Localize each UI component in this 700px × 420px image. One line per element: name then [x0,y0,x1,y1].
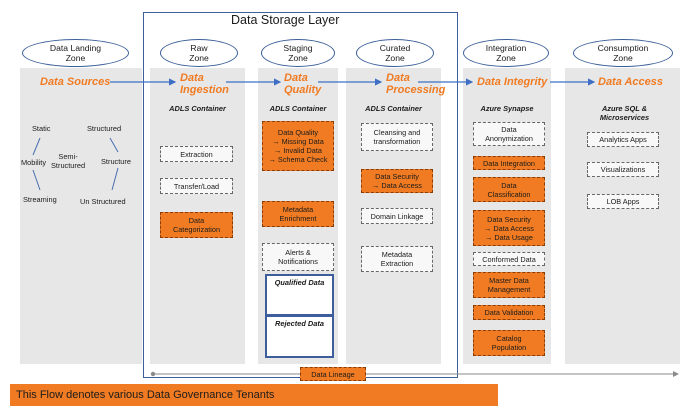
integrity-data-security-box: Data Security→ Data Access→ Data Usage [473,210,545,246]
lob-apps-box: LOB Apps [587,194,659,209]
link-static-mobility [32,137,41,156]
rejected-data-box: Rejected Data [265,315,334,358]
data-validation-box: Data Validation [473,305,545,320]
data-integration-box: Data Integration [473,156,545,170]
governance-footer: This Flow denotes various Data Governanc… [10,384,498,406]
source-structure: Structure [101,157,131,166]
qualified-data-box: Qualified Data [265,274,334,316]
analytics-apps-box: Analytics Apps [587,132,659,147]
ingestion-container-label: ADLS Container [169,104,226,113]
data-lineage-box: Data Lineage [300,367,366,381]
source-static: Static [32,124,51,133]
access-container-label: Azure SQL &Microservices [599,104,650,122]
column-access [565,68,680,364]
source-structured: Structured [87,124,122,133]
integrity-container-label: Azure Synapse [480,104,534,113]
quality-container-label: ADLS Container [269,104,327,113]
sources-header: Data Sources [40,76,111,88]
extraction-box: Extraction [160,146,233,162]
source-mobility: Mobility [21,158,47,167]
source-un-structured: Un Structured [80,197,126,206]
source-semi-structured: Semi-Structured [51,152,86,170]
alerts-notifications-box: Alerts &Notifications [262,243,334,271]
link-structured-structure [109,137,119,153]
transfer-load-box: Transfer/Load [160,178,233,194]
lineage-start-dot [150,371,156,377]
domain-linkage-box: Domain Linkage [361,208,433,224]
visualizations-box: Visualizations [587,162,659,177]
processing-data-security-box: Data Security→ Data Access [361,169,433,193]
link-mobility-streaming [32,169,41,191]
integrity-header: Data Integrity [477,76,548,88]
data-quality-box: Data Quality→ Missing Data→ Invalid Data… [262,121,334,171]
link-structure-unstructured [111,167,119,191]
storage-layer-title: Data Storage Layer [228,13,343,27]
processing-container-label: ADLS Container [365,104,422,113]
source-streaming: Streaming [23,195,57,204]
access-header: Data Access [598,76,664,88]
column-sources [20,68,142,364]
conformed-data-box: Conformed Data [473,252,545,266]
